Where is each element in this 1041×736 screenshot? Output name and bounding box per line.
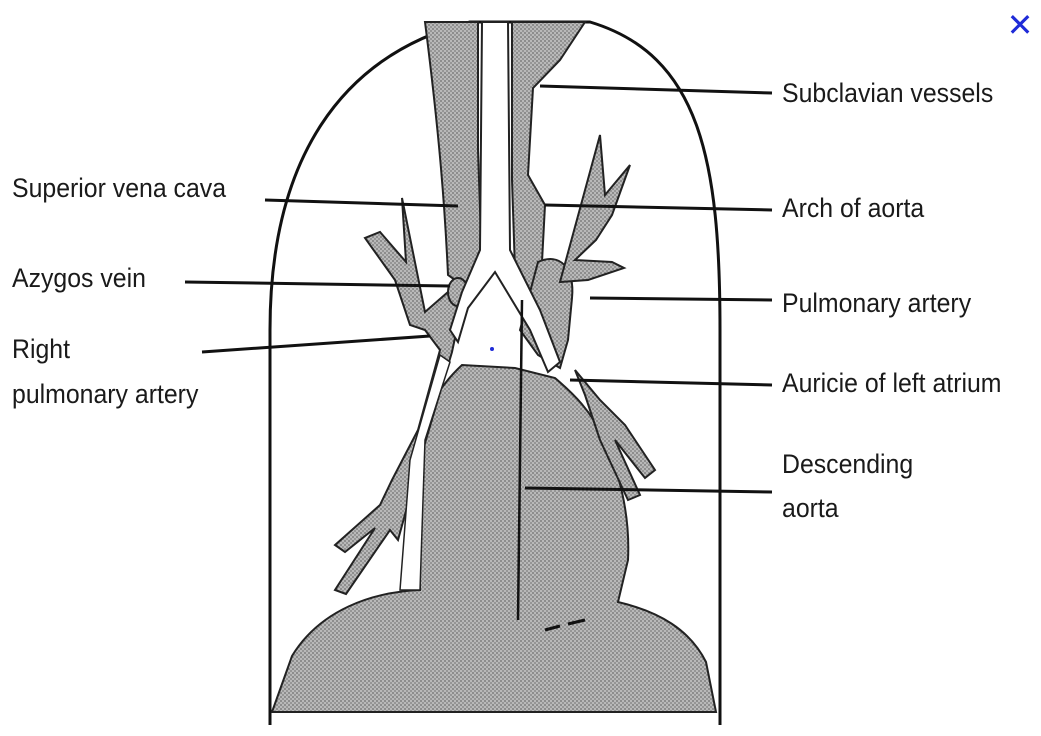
- heart-shadow: [272, 365, 716, 712]
- leader-right-pulmonary-artery: [202, 336, 430, 352]
- label-descending-aorta-line2: aorta: [782, 492, 839, 524]
- label-right-pulmonary-artery-line1: Right: [12, 333, 70, 365]
- close-icon[interactable]: ✕: [1003, 8, 1037, 42]
- leader-subclavian-vessels: [540, 86, 772, 93]
- left-upper-hilar-vessels: [560, 135, 630, 282]
- label-pulmonary-artery: Pulmonary artery: [782, 287, 971, 319]
- leader-auricle-left-atrium: [570, 380, 772, 385]
- label-right-pulmonary-artery-line2: pulmonary artery: [12, 378, 198, 410]
- label-arch-of-aorta: Arch of aorta: [782, 192, 924, 224]
- leader-superior-vena-cava: [265, 200, 458, 206]
- label-descending-aorta-line1: Descending: [782, 448, 913, 480]
- superior-vena-cava-shadow: [425, 22, 482, 285]
- marker-dot: [490, 347, 494, 351]
- label-superior-vena-cava: Superior vena cava: [12, 172, 226, 204]
- label-subclavian-vessels: Subclavian vessels: [782, 77, 993, 109]
- leader-pulmonary-artery: [590, 298, 772, 300]
- label-auricle-left-atrium: Auricie of left atrium: [782, 367, 1002, 399]
- label-azygos-vein: Azygos vein: [12, 262, 146, 294]
